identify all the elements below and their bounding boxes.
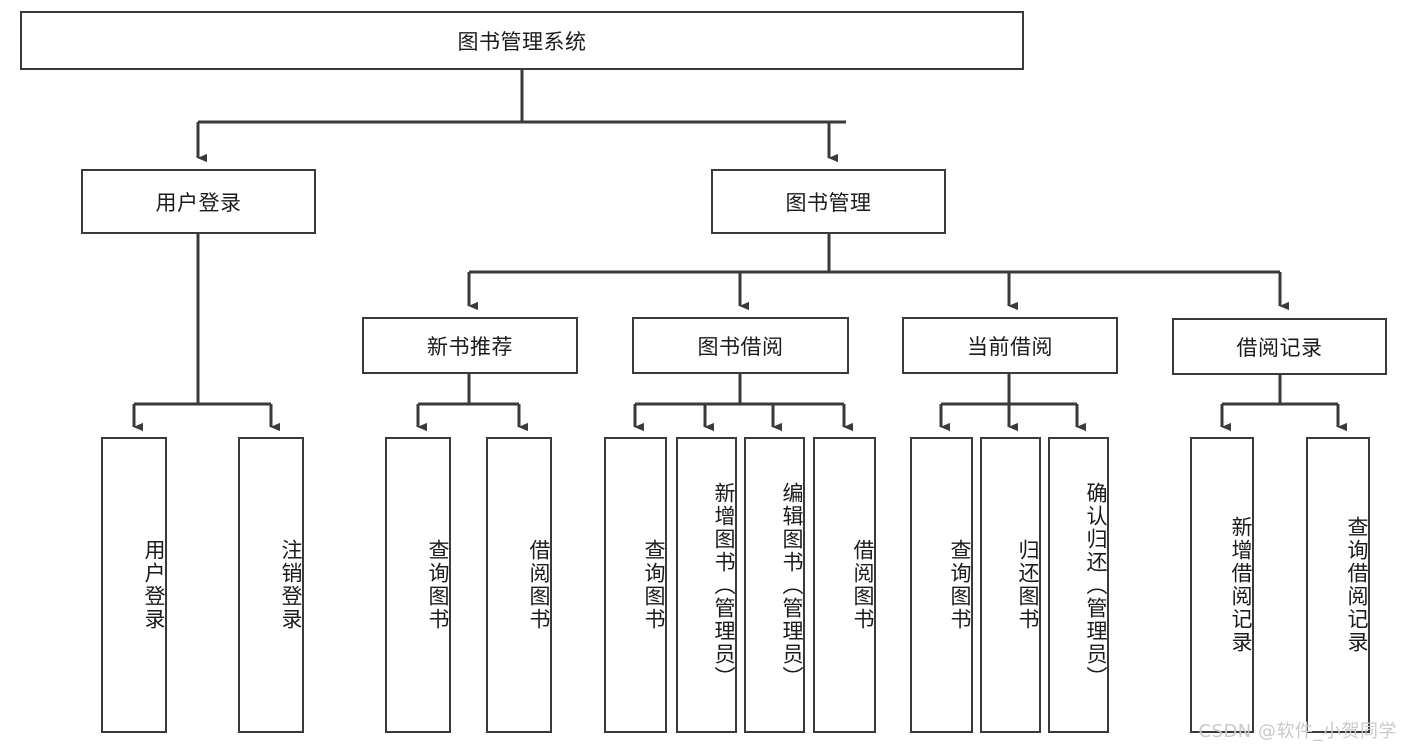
node-leaf-add-book[interactable]: 新增图书（管理员） (676, 437, 737, 733)
node-leaf-confirm-return-label: 确认归还（管理员） (1084, 481, 1108, 689)
node-leaf-query-record-label: 查询借阅记录 (1345, 516, 1369, 654)
node-leaf-borrow-book-b[interactable]: 借阅图书 (813, 437, 876, 733)
node-leaf-query-book-b[interactable]: 查询图书 (604, 437, 667, 733)
node-leaf-user-login-label: 用户登录 (142, 539, 166, 631)
node-leaf-borrow-book-a[interactable]: 借阅图书 (486, 437, 552, 733)
node-leaf-query-record[interactable]: 查询借阅记录 (1306, 437, 1370, 733)
node-new-book-recommend[interactable]: 新书推荐 (362, 317, 578, 374)
node-leaf-edit-book-label: 编辑图书（管理员） (780, 481, 804, 689)
node-leaf-edit-book[interactable]: 编辑图书（管理员） (744, 437, 805, 733)
node-leaf-logout[interactable]: 注销登录 (238, 437, 304, 733)
node-leaf-add-record[interactable]: 新增借阅记录 (1190, 437, 1254, 733)
node-leaf-borrow-book-a-label: 借阅图书 (527, 539, 551, 631)
node-current-borrow[interactable]: 当前借阅 (902, 317, 1118, 374)
node-book-manage[interactable]: 图书管理 (711, 169, 946, 234)
node-root-label: 图书管理系统 (457, 29, 587, 54)
node-leaf-add-book-label: 新增图书（管理员） (712, 481, 736, 689)
node-leaf-add-record-label: 新增借阅记录 (1229, 516, 1253, 654)
node-book-borrow-label: 图书借阅 (697, 334, 784, 359)
node-leaf-query-book-a-label: 查询图书 (426, 539, 450, 631)
node-root[interactable]: 图书管理系统 (20, 11, 1024, 70)
node-current-borrow-label: 当前借阅 (967, 334, 1053, 359)
node-leaf-user-login[interactable]: 用户登录 (101, 437, 167, 733)
node-user-login-label: 用户登录 (155, 190, 242, 215)
node-leaf-confirm-return[interactable]: 确认归还（管理员） (1048, 437, 1109, 733)
node-leaf-query-book-b-label: 查询图书 (642, 539, 666, 631)
node-borrow-record[interactable]: 借阅记录 (1172, 318, 1387, 375)
node-user-login[interactable]: 用户登录 (81, 169, 316, 234)
node-leaf-query-book-a[interactable]: 查询图书 (385, 437, 451, 733)
node-leaf-borrow-book-b-label: 借阅图书 (851, 539, 875, 631)
node-borrow-record-label: 借阅记录 (1236, 335, 1323, 360)
node-leaf-return-book-label: 归还图书 (1016, 539, 1040, 631)
node-book-borrow[interactable]: 图书借阅 (632, 317, 849, 374)
node-leaf-logout-label: 注销登录 (279, 539, 303, 631)
csdn-watermark: CSDN @软件_小贺同学 (1198, 721, 1397, 742)
node-leaf-query-book-c[interactable]: 查询图书 (910, 437, 973, 733)
node-new-book-recommend-label: 新书推荐 (427, 334, 513, 359)
node-leaf-query-book-c-label: 查询图书 (948, 539, 972, 631)
node-leaf-return-book[interactable]: 归还图书 (980, 437, 1041, 733)
node-book-manage-label: 图书管理 (785, 190, 872, 215)
